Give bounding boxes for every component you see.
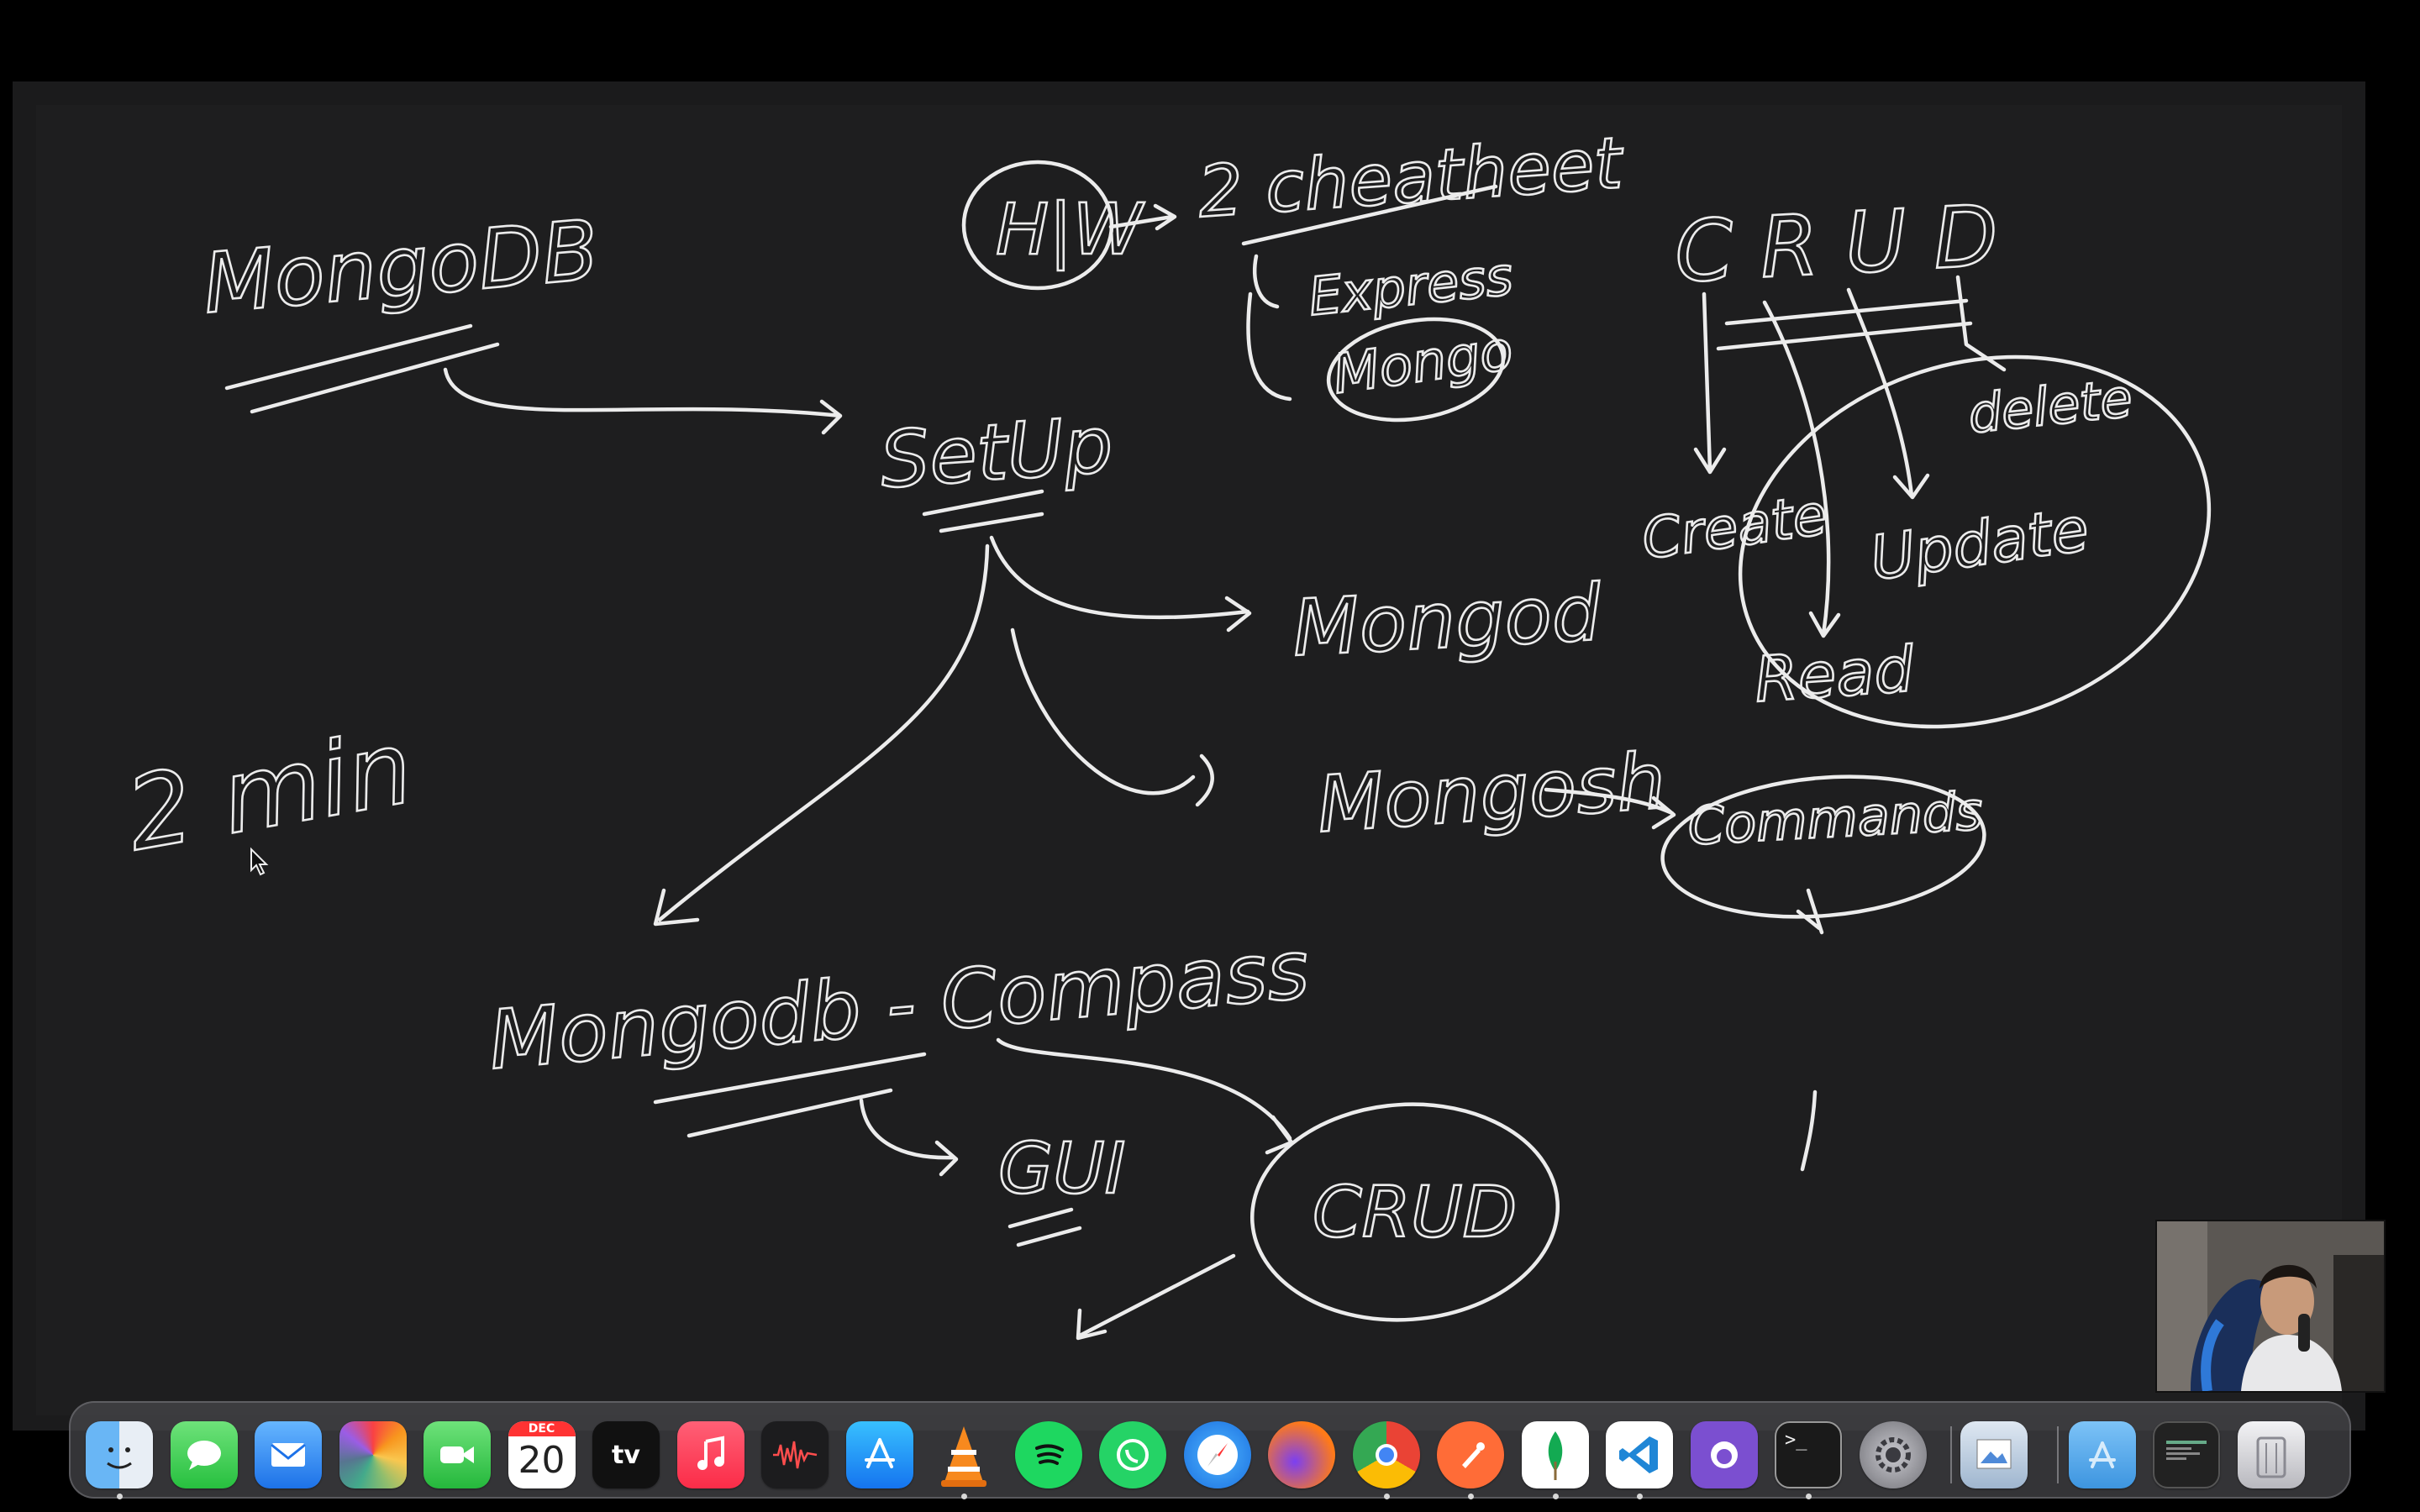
whiteboard-drawing-area[interactable] (36, 105, 2342, 1415)
macos-dock: DEC 20 tv >_ (69, 1401, 2351, 1499)
calendar-icon[interactable]: DEC 20 (508, 1421, 576, 1488)
running-indicator (961, 1494, 967, 1499)
preview-icon[interactable] (1960, 1421, 2028, 1488)
running-indicator (1468, 1494, 1474, 1499)
window-thumbnail-icon[interactable] (2153, 1421, 2220, 1488)
whatsapp-icon[interactable] (1099, 1421, 1166, 1488)
music-icon[interactable] (676, 1421, 744, 1488)
trash-icon[interactable] (2237, 1421, 2305, 1488)
calendar-day: 20 (518, 1439, 566, 1482)
dock-separator (2056, 1426, 2059, 1483)
settings-gear-icon[interactable] (1859, 1421, 1927, 1488)
appletv-icon[interactable]: tv (592, 1421, 660, 1488)
vlc-icon[interactable] (930, 1421, 997, 1488)
running-indicator (1637, 1494, 1643, 1499)
presenter-video (2157, 1221, 2384, 1391)
dock-separator (1950, 1426, 1952, 1483)
mongodb-compass-icon[interactable] (1521, 1421, 1589, 1488)
app-store-icon[interactable] (845, 1421, 913, 1488)
spotify-icon[interactable] (1014, 1421, 1082, 1488)
chrome-icon[interactable] (1352, 1421, 1420, 1488)
finder-icon[interactable] (86, 1421, 153, 1488)
terminal-icon[interactable]: >_ (1775, 1421, 1842, 1488)
firefox-icon[interactable] (1268, 1421, 1335, 1488)
appletv-label: tv (612, 1440, 640, 1470)
running-indicator (1806, 1494, 1812, 1499)
mouse-cursor-icon (250, 847, 269, 876)
messages-icon[interactable] (170, 1421, 238, 1488)
webcam-overlay (2155, 1220, 2386, 1393)
running-indicator (1383, 1494, 1390, 1499)
applications-folder-icon[interactable] (2068, 1421, 2136, 1488)
safari-icon[interactable] (1183, 1421, 1251, 1488)
vscode-icon[interactable] (1606, 1421, 1673, 1488)
mail-icon[interactable] (255, 1421, 322, 1488)
github-desktop-icon[interactable] (1690, 1421, 1758, 1488)
running-indicator (117, 1494, 123, 1499)
calendar-month: DEC (508, 1421, 576, 1436)
photos-icon[interactable] (339, 1421, 407, 1488)
whiteboard-canvas[interactable] (13, 81, 2365, 1431)
postman-icon[interactable] (1437, 1421, 1504, 1488)
voice-memos-icon[interactable] (761, 1421, 829, 1488)
running-indicator (1552, 1494, 1559, 1499)
facetime-icon[interactable] (424, 1421, 491, 1488)
terminal-prompt: >_ (1785, 1430, 1807, 1451)
